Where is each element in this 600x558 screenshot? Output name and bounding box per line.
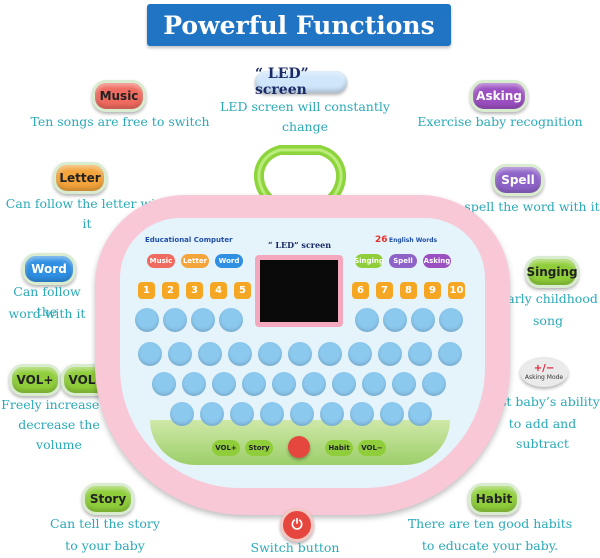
music-caption: Ten songs are free to switch <box>30 114 210 129</box>
letter-key[interactable] <box>242 372 266 396</box>
letter-key[interactable] <box>438 342 462 366</box>
device-brand: Educational Computer <box>145 236 233 244</box>
letter-key[interactable] <box>380 402 404 426</box>
device-music-button[interactable]: Music <box>147 254 175 268</box>
led-screen-label: “ LED” screen <box>255 66 347 98</box>
letter-key[interactable] <box>258 342 282 366</box>
letter-key[interactable] <box>138 342 162 366</box>
letter-key[interactable] <box>168 342 192 366</box>
letter-key[interactable] <box>200 402 224 426</box>
letter-key[interactable] <box>170 402 194 426</box>
device-words-label: English Words <box>389 237 438 244</box>
letter-key[interactable] <box>350 402 374 426</box>
asking-mode-key[interactable] <box>408 402 432 426</box>
number-key[interactable]: 7 <box>376 282 393 299</box>
asking-button[interactable]: Asking <box>470 80 528 112</box>
habit-button[interactable]: Habit <box>468 483 520 515</box>
letter-caption: Can follow the letter with it <box>5 196 169 231</box>
music-button[interactable]: Music <box>92 80 146 112</box>
volume-caption-2: decrease the volume <box>18 417 100 452</box>
device-words-count: 26 <box>375 235 388 245</box>
letter-button[interactable]: Letter <box>53 162 107 194</box>
vol-plus-button[interactable]: VOL+ <box>9 364 61 396</box>
letter-key[interactable] <box>408 342 432 366</box>
word-button[interactable]: Word <box>22 253 76 285</box>
number-key[interactable]: 2 <box>162 282 179 299</box>
picture-key[interactable] <box>439 308 463 332</box>
asking-mode-sub: Asking Mode <box>524 374 564 381</box>
habit-caption-2: to educate your baby. <box>421 538 559 553</box>
letter-key[interactable] <box>260 402 284 426</box>
story-caption-1: Can tell the story <box>50 516 160 531</box>
device-vol-minus-button[interactable]: VOL− <box>358 440 386 456</box>
letter-key[interactable] <box>288 342 312 366</box>
letter-key[interactable] <box>152 372 176 396</box>
spell-button[interactable]: Spell <box>492 164 544 196</box>
power-icon[interactable]: ⏻ <box>280 508 314 542</box>
picture-key[interactable] <box>135 308 159 332</box>
number-key[interactable]: 10 <box>448 282 465 299</box>
asking-mode-button[interactable]: +/− Asking Mode <box>520 357 568 387</box>
letter-key[interactable] <box>332 372 356 396</box>
device-word-button[interactable]: Word <box>215 254 243 268</box>
habit-caption-1: There are ten good habits <box>407 516 573 531</box>
story-button[interactable]: Story <box>82 483 134 515</box>
number-key[interactable]: 3 <box>186 282 203 299</box>
spell-caption: Can spell the word with it <box>435 199 600 214</box>
story-caption-2: to your baby <box>65 538 145 553</box>
letter-key[interactable] <box>378 342 402 366</box>
asking-caption: Exercise baby recognition <box>417 114 583 129</box>
led-caption: LED screen will constantly change <box>220 99 390 134</box>
singing-button[interactable]: Singing <box>525 256 579 288</box>
lcd-screen <box>260 260 338 322</box>
device-asking-button[interactable]: Asking <box>423 254 451 268</box>
letter-key[interactable] <box>290 402 314 426</box>
letter-key[interactable] <box>392 372 416 396</box>
device-letter-button[interactable]: Letter <box>181 254 209 268</box>
letter-key[interactable] <box>320 402 344 426</box>
picture-key[interactable] <box>411 308 435 332</box>
letter-key[interactable] <box>182 372 206 396</box>
device-singing-button[interactable]: Singing <box>354 254 384 268</box>
word-caption-2: word with it <box>8 306 86 321</box>
number-key[interactable]: 9 <box>424 282 441 299</box>
picture-key[interactable] <box>219 308 243 332</box>
volume-caption-1: Freely increase or <box>1 397 117 412</box>
word-caption-1: Can follow the <box>13 284 81 319</box>
letter-key[interactable] <box>302 372 326 396</box>
asking-mode-symbol: +/− <box>533 363 555 374</box>
letter-key[interactable] <box>230 402 254 426</box>
device-habit-button[interactable]: Habit <box>325 440 353 456</box>
page-title: Powerful Functions <box>147 4 451 46</box>
asking-mode-caption-1: Test baby’s ability <box>485 394 600 409</box>
letter-key[interactable] <box>362 372 386 396</box>
picture-key[interactable] <box>191 308 215 332</box>
picture-key[interactable] <box>163 308 187 332</box>
picture-key[interactable] <box>383 308 407 332</box>
number-key[interactable]: 6 <box>352 282 369 299</box>
number-key[interactable]: 1 <box>138 282 155 299</box>
asking-mode-caption-2: to add and subtract <box>508 416 577 451</box>
singing-caption-2: song <box>533 313 563 328</box>
number-key[interactable]: 5 <box>234 282 251 299</box>
switch-caption: Switch button <box>250 540 340 555</box>
letter-key[interactable] <box>318 342 342 366</box>
device-story-button[interactable]: Story <box>245 440 273 456</box>
letter-key[interactable] <box>422 372 446 396</box>
letter-key[interactable] <box>272 372 296 396</box>
number-key[interactable]: 8 <box>400 282 417 299</box>
letter-key[interactable] <box>348 342 372 366</box>
device-vol-plus-button[interactable]: VOL+ <box>212 440 240 456</box>
number-key[interactable]: 4 <box>210 282 227 299</box>
singing-caption-1: Early childhood <box>498 291 598 306</box>
letter-key[interactable] <box>212 372 236 396</box>
letter-key[interactable] <box>228 342 252 366</box>
picture-key[interactable] <box>355 308 379 332</box>
device-spell-button[interactable]: Spell <box>389 254 417 268</box>
device-power-button[interactable] <box>288 436 310 458</box>
device-led-label: “ LED” screen <box>268 240 332 250</box>
letter-key[interactable] <box>198 342 222 366</box>
